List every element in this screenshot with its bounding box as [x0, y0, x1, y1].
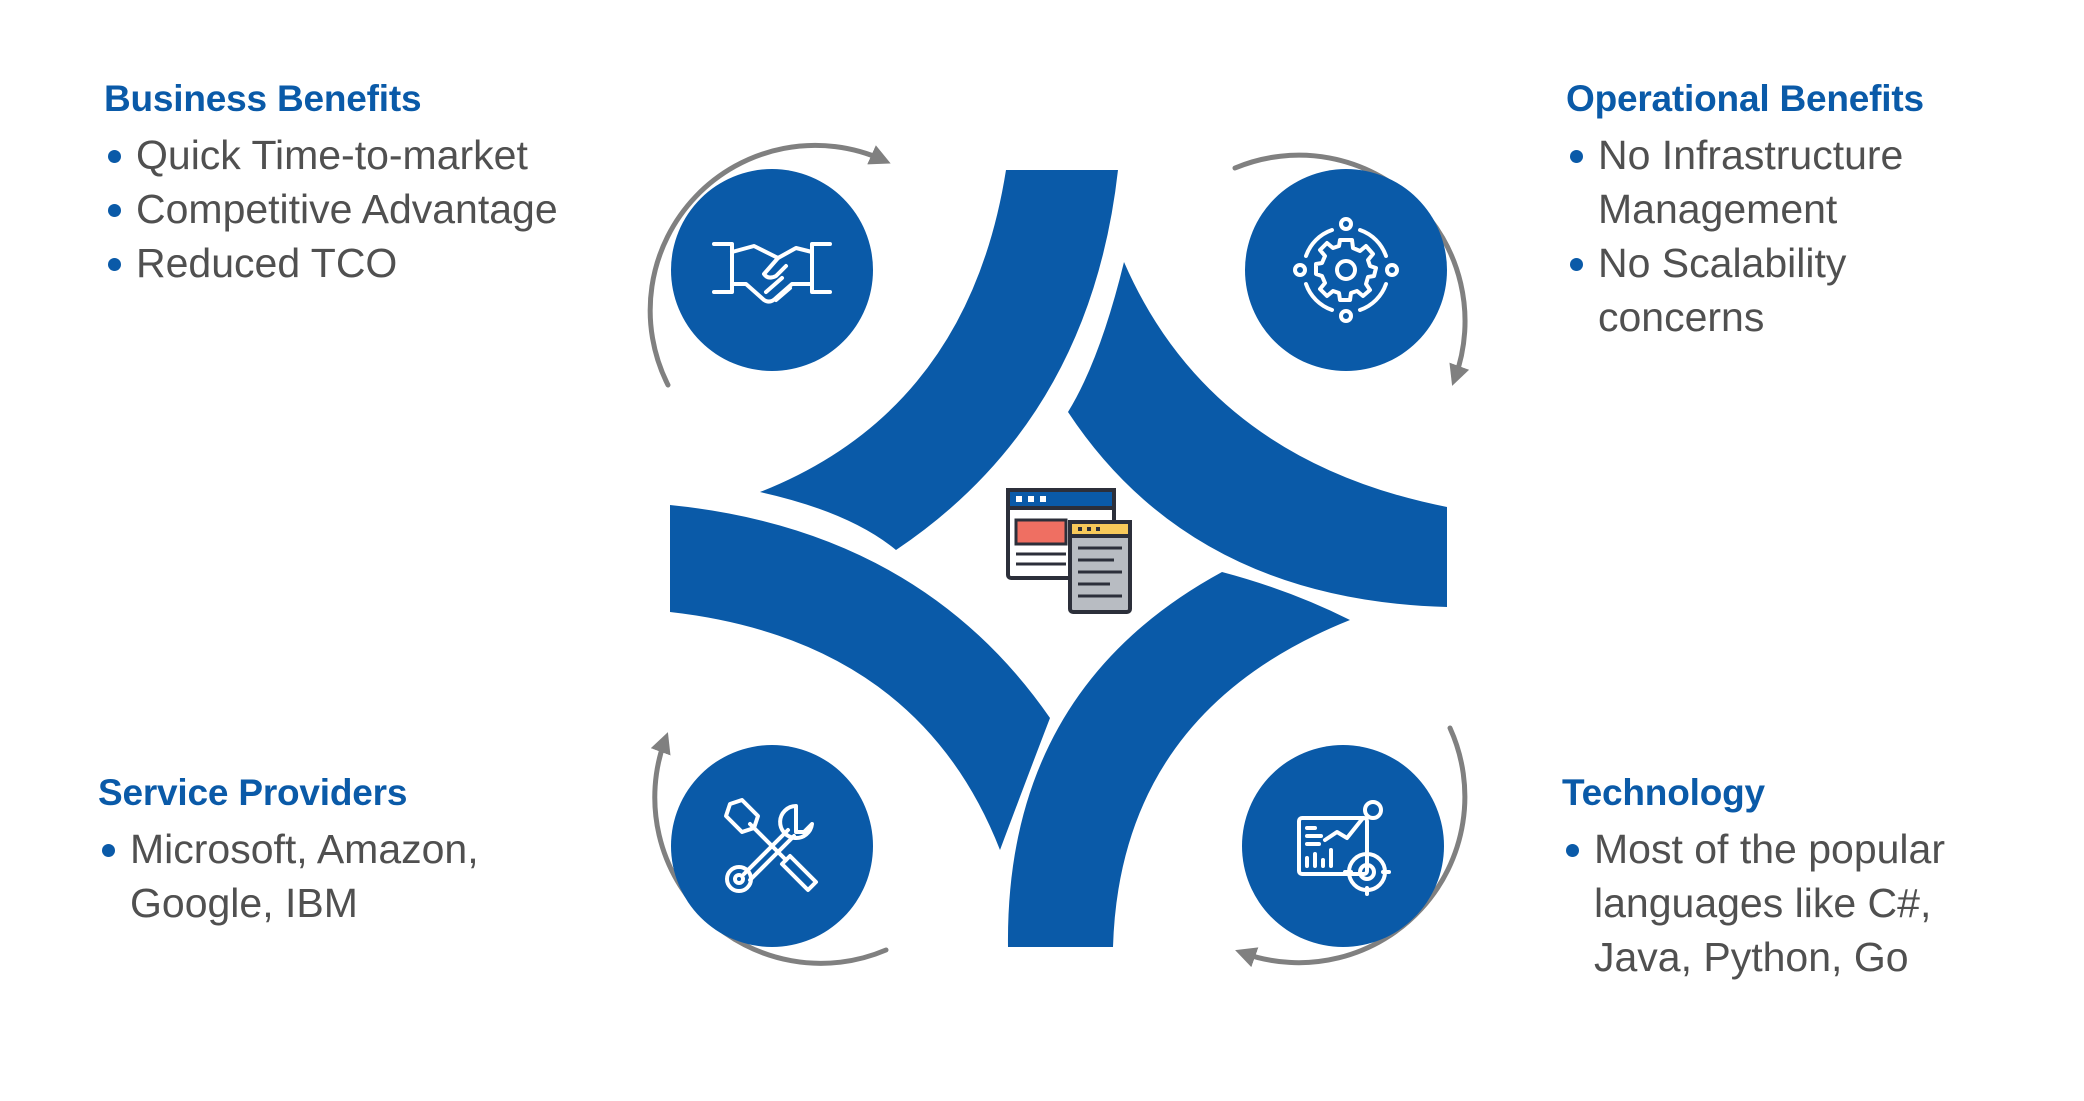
list-item: Most of the popular languages like C#, J… — [1562, 822, 2012, 984]
technology-icon-circle — [1242, 745, 1444, 947]
arc-shape-top-right — [1068, 262, 1447, 607]
web-windows-icon — [1006, 488, 1132, 614]
list-item: Reduced TCO — [104, 236, 558, 290]
operational-benefits-block: Operational Benefits No Infrastructure M… — [1566, 76, 1986, 344]
business-icon-circle — [671, 169, 873, 371]
list-item: Quick Time-to-market — [104, 128, 558, 182]
list-item: No Scalability concerns — [1566, 236, 1986, 344]
business-benefits-block: Business Benefits Quick Time-to-market C… — [104, 76, 558, 290]
handshake-icon — [712, 242, 832, 304]
business-benefits-list: Quick Time-to-market Competitive Advanta… — [104, 128, 558, 290]
gear-cycle-icon — [1293, 217, 1399, 323]
business-benefits-title: Business Benefits — [104, 78, 422, 119]
arrow-top-left — [647, 142, 891, 388]
list-item: No Infrastructure Management — [1566, 128, 1986, 236]
analytics-icon — [1297, 800, 1391, 896]
list-item: Microsoft, Amazon, Google, IBM — [98, 822, 558, 930]
central-blue-shapes — [670, 170, 1447, 947]
operational-benefits-title: Operational Benefits — [1566, 78, 1924, 119]
technology-title: Technology — [1562, 772, 1765, 813]
operational-benefits-list: No Infrastructure Management No Scalabil… — [1566, 128, 1986, 344]
technology-block: Technology Most of the popular languages… — [1562, 770, 2012, 984]
wrench-screwdriver-icon — [724, 798, 818, 893]
arc-shape-bottom-right — [1007, 572, 1350, 947]
service-providers-block: Service Providers Microsoft, Amazon, Goo… — [98, 770, 558, 930]
service-providers-list: Microsoft, Amazon, Google, IBM — [98, 822, 558, 930]
list-item: Competitive Advantage — [104, 182, 558, 236]
service-providers-title: Service Providers — [98, 772, 408, 813]
arc-shape-bottom-left — [670, 505, 1050, 850]
technology-list: Most of the popular languages like C#, J… — [1562, 822, 2012, 984]
arc-shape-top-left — [760, 170, 1118, 550]
operational-icon-circle — [1245, 169, 1447, 371]
